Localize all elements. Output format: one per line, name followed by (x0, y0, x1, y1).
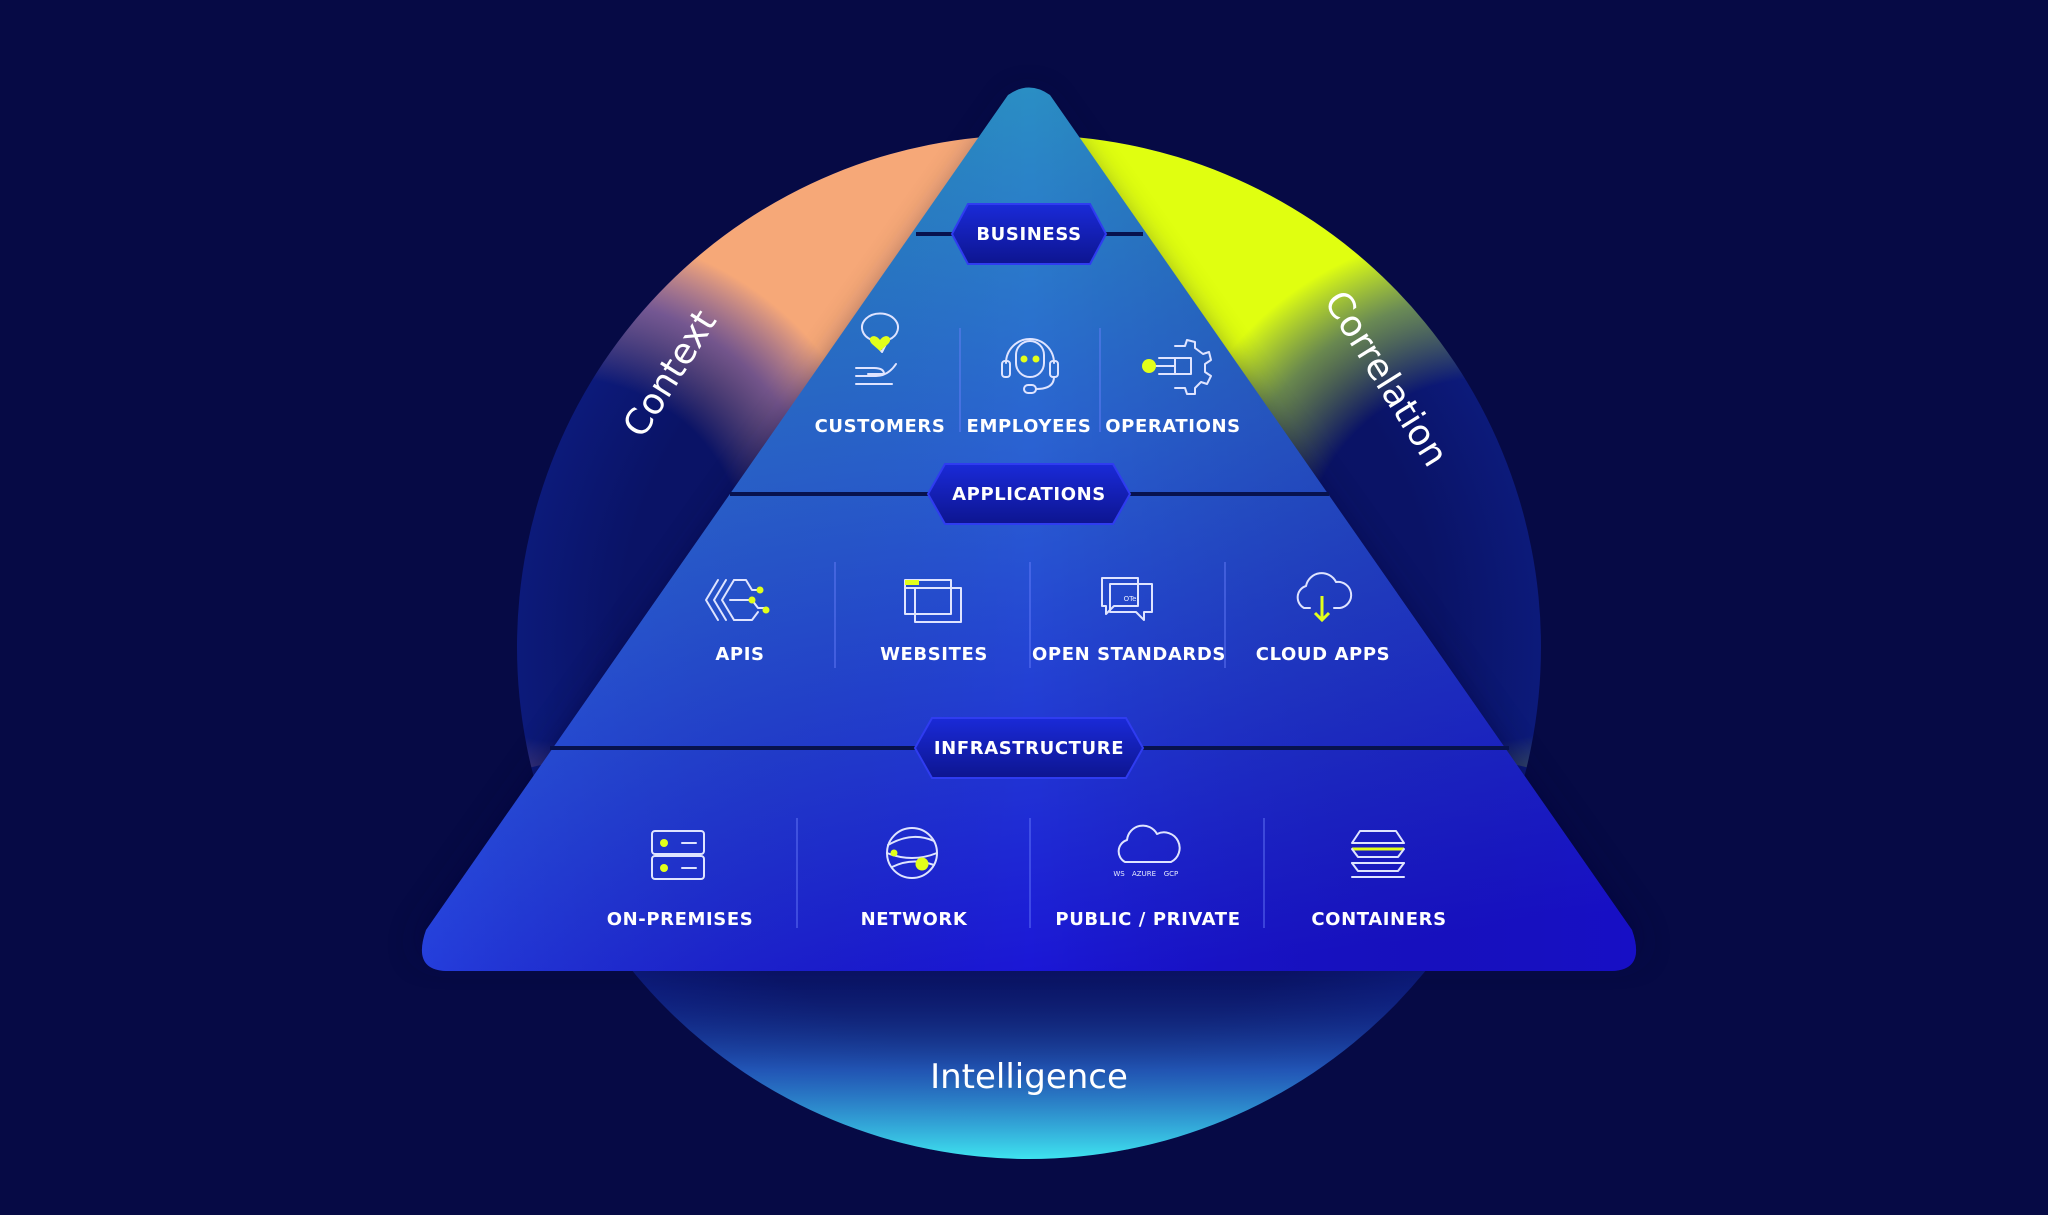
item-label-employees: EMPLOYEES (967, 416, 1092, 437)
provider-ws: WS (1113, 870, 1125, 878)
cloud-download-icon (1296, 572, 1353, 623)
item-label-cloud-apps: CLOUD APPS (1256, 644, 1390, 665)
item-label-network: NETWORK (861, 909, 968, 930)
tier-label-infrastructure: INFRASTRUCTURE (934, 738, 1124, 759)
tier-pill-infrastructure: INFRASTRUCTURE (913, 717, 1145, 779)
item-label-containers: CONTAINERS (1311, 909, 1446, 930)
pyramid (421, 87, 1637, 971)
item-label-apis: APIS (715, 644, 764, 665)
server-rack-icon (651, 830, 705, 880)
item-label-open-standards: OPEN STANDARDS (1032, 644, 1226, 665)
website-windows-icon (904, 579, 962, 623)
otel-badge: OTel (1124, 595, 1139, 603)
item-label-public-private: PUBLIC / PRIVATE (1055, 909, 1240, 930)
api-connector-icon (705, 579, 770, 621)
tier-pill-business: BUSINESS (950, 203, 1108, 265)
provider-azure: AZURE (1132, 870, 1156, 878)
base-label-intelligence: Intelligence (930, 1057, 1128, 1097)
item-label-websites: WEBSITES (880, 644, 988, 665)
employee-headset-icon (1001, 338, 1059, 394)
item-label-operations: OPERATIONS (1105, 416, 1241, 437)
operations-gear-icon (1142, 339, 1212, 395)
provider-gcp: GCP (1164, 870, 1179, 878)
tier-pill-applications: APPLICATIONS (926, 463, 1132, 525)
customer-heart-hand-icon (855, 312, 899, 385)
network-globe-icon (886, 827, 938, 879)
container-layers-icon (1351, 830, 1405, 878)
cloud-providers-icon: WS AZURE GCP (1113, 824, 1181, 878)
tier-label-business: BUSINESS (976, 224, 1081, 245)
item-label-on-premises: ON-PREMISES (607, 909, 754, 930)
tier-label-applications: APPLICATIONS (952, 484, 1106, 505)
item-label-customers: CUSTOMERS (815, 416, 946, 437)
column-separators (796, 328, 1265, 928)
open-standards-chat-icon: OTel (1101, 577, 1153, 621)
